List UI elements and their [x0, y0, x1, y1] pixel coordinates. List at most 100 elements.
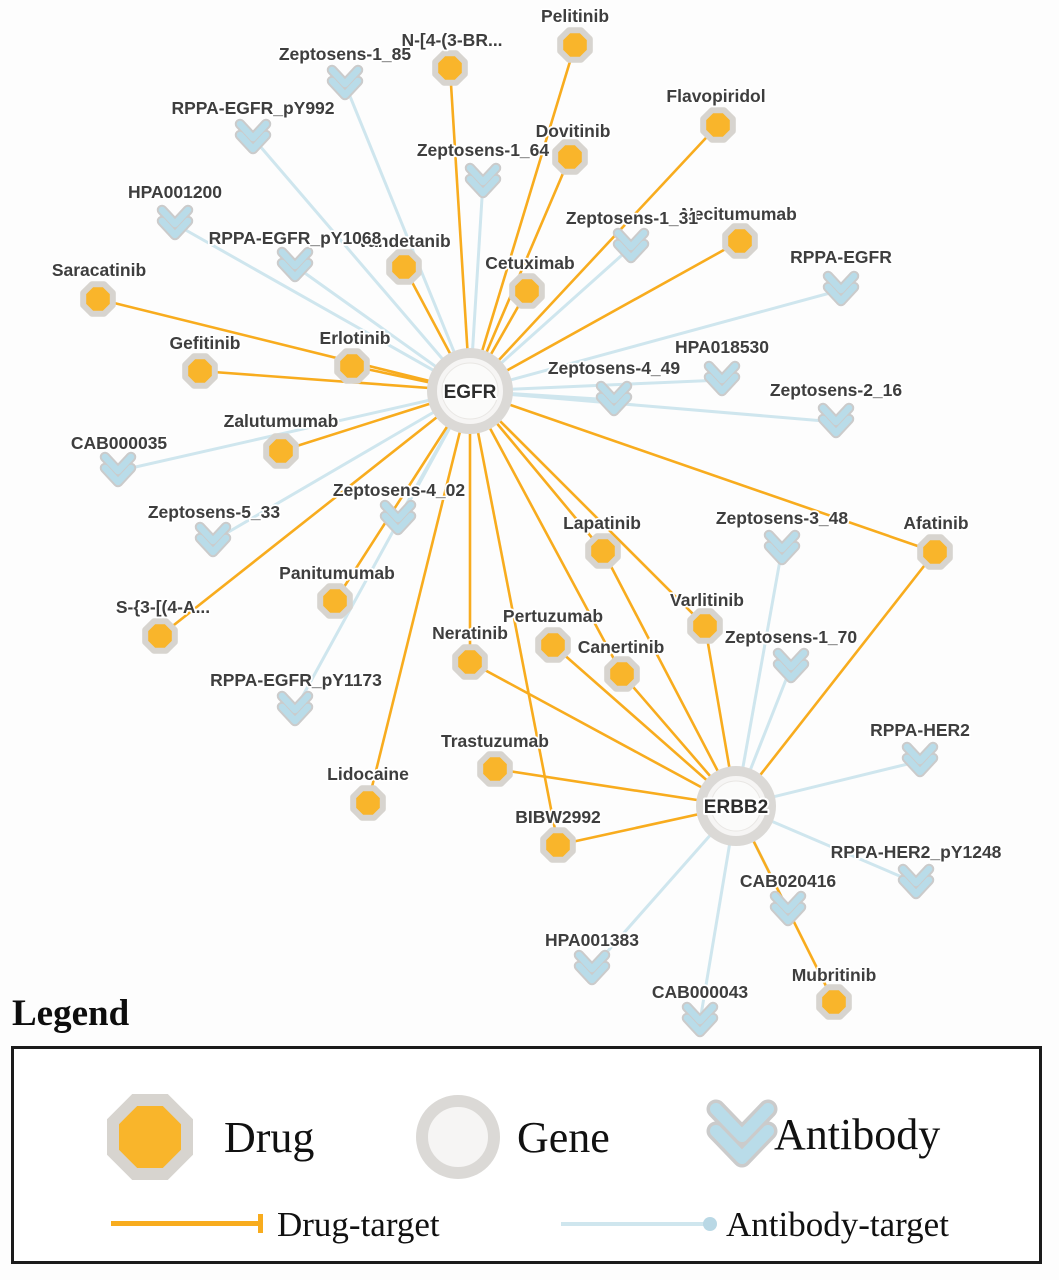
legend-drug-swatch	[107, 1094, 193, 1180]
antibody-node-HPA001383[interactable]	[573, 949, 611, 986]
antibody-node-CAB000035[interactable]	[99, 451, 137, 488]
antibody-node-RPPA-HER2[interactable]	[901, 741, 939, 778]
drug-octagon-icon	[182, 353, 218, 389]
drug-node-BIBW2992[interactable]	[540, 827, 576, 863]
drug-target-line-cap	[258, 1214, 263, 1233]
gene-node-EGFR[interactable]: EGFR	[427, 348, 513, 434]
gene-node-ERBB2[interactable]: ERBB2	[696, 766, 776, 846]
drug-node-Flavopiridol[interactable]	[700, 107, 736, 143]
antibody-node-RPPA-EGFR[interactable]	[822, 270, 860, 307]
antibody-node-RPPA-EGFR_pY1068[interactable]	[276, 246, 314, 283]
drug-node-Cetuximab[interactable]	[509, 273, 545, 309]
drug-label: Afatinib	[903, 513, 968, 533]
drug-node-Dovitinib[interactable]	[552, 139, 588, 175]
drug-label: S-{3-[(4-A...	[116, 597, 210, 617]
drug-node-Erlotinib[interactable]	[334, 348, 370, 384]
antibody-node-Zeptosens-3_48[interactable]	[763, 529, 801, 566]
antibody-node-Zeptosens-5_33[interactable]	[194, 521, 232, 558]
drug-target-edge	[469, 389, 936, 554]
antibody-label: Zeptosens-2_16	[770, 380, 903, 400]
antibody-label: HPA001200	[128, 182, 222, 202]
antibody-node-Zeptosens-1_64[interactable]	[464, 162, 502, 199]
drug-node-Panitumumab[interactable]	[317, 583, 353, 619]
drug-label: Gefitinib	[170, 333, 241, 353]
antibody-target-edge	[734, 548, 784, 807]
antibody-chevron-icon	[278, 692, 312, 725]
antibody-label: Zeptosens-1_70	[725, 627, 858, 647]
antibody-node-RPPA-EGFR_pY992[interactable]	[234, 118, 272, 155]
legend-gene-label: Gene	[517, 1113, 610, 1162]
drug-octagon-icon	[722, 223, 758, 259]
drug-node-Pelitinib[interactable]	[557, 27, 593, 63]
antibody-target-line-swatch	[561, 1217, 717, 1231]
antibody-label: RPPA-EGFR	[790, 247, 892, 267]
antibody-node-Zeptosens-1_31[interactable]	[612, 227, 650, 264]
antibody-node-Zeptosens-4_49[interactable]	[595, 380, 633, 417]
antibody-chevron-icon	[196, 523, 230, 556]
antibody-node-CAB000043[interactable]	[681, 1001, 719, 1038]
drug-layer	[80, 27, 953, 1020]
legend-box: Drug Gene Antibody Drug-target Antibody-…	[11, 1046, 1042, 1264]
antibody-layer	[99, 64, 939, 1038]
antibody-node-Zeptosens-1_85[interactable]	[326, 64, 364, 101]
drug-node-Gefitinib[interactable]	[182, 353, 218, 389]
antibody-target-edge	[343, 83, 472, 392]
antibody-label: RPPA-EGFR_pY992	[171, 98, 334, 118]
drug-octagon-icon	[816, 984, 852, 1020]
drug-node-Lapatinib[interactable]	[585, 533, 621, 569]
drug-node-Pertuzumab[interactable]	[535, 627, 571, 663]
drug-target-edge	[469, 124, 719, 392]
antibody-chevron-icon	[614, 229, 648, 262]
drug-label: BIBW2992	[515, 807, 601, 827]
drug-label: Lapatinib	[563, 513, 641, 533]
gene-circle-inner	[710, 780, 762, 832]
drug-node-Trastuzumab[interactable]	[477, 751, 513, 787]
antibody-target-line-dot	[703, 1217, 717, 1231]
drug-label: Mubritinib	[792, 965, 877, 985]
drug-node-S-{3-[(4-A...[interactable]	[142, 618, 178, 654]
drug-target-edge	[469, 390, 706, 627]
antibody-node-HPA001200[interactable]	[156, 204, 194, 241]
drug-node-Zalutumumab[interactable]	[263, 433, 299, 469]
drug-node-Mubritinib[interactable]	[816, 984, 852, 1020]
antibody-node-RPPA-EGFR_pY1173[interactable]	[276, 690, 314, 727]
drug-octagon-icon	[917, 534, 953, 570]
drug-node-Saracatinib[interactable]	[80, 281, 116, 317]
drug-octagon-icon	[687, 608, 723, 644]
legend-antibody-label: Antibody	[774, 1110, 941, 1159]
legend-antibody-swatch	[706, 1099, 778, 1168]
gene-label: EGFR	[444, 382, 497, 403]
antibody-chevron-icon	[575, 951, 609, 984]
drug-target-edge	[199, 369, 471, 393]
antibody-label: Zeptosens-5_33	[148, 502, 281, 522]
antibody-node-CAB020416[interactable]	[769, 890, 807, 927]
antibody-chevron-icon	[774, 649, 808, 682]
antibody-label: Zeptosens-4_49	[548, 358, 681, 378]
drug-target-edge	[552, 644, 737, 807]
drug-label: Saracatinib	[52, 260, 146, 280]
drug-label: Canertinib	[578, 637, 665, 657]
antibody-node-Zeptosens-2_16[interactable]	[817, 402, 855, 439]
antibody-node-HPA018530[interactable]	[703, 360, 741, 397]
antibody-chevron-icon	[328, 66, 362, 99]
drug-node-Vandetanib[interactable]	[386, 249, 422, 285]
drug-node-Neratinib[interactable]	[452, 644, 488, 680]
gene-label: ERBB2	[704, 797, 768, 818]
drug-node-N-[4-(3-BR...[interactable]	[432, 50, 468, 86]
antibody-chevron-icon	[765, 531, 799, 564]
antibody-chevron-icon	[466, 164, 500, 197]
antibody-node-Zeptosens-4_02[interactable]	[379, 499, 417, 536]
antibody-label: HPA001383	[545, 930, 639, 950]
drug-node-Lidocaine[interactable]	[350, 785, 386, 821]
antibody-node-Zeptosens-1_70[interactable]	[772, 647, 810, 684]
antibody-node-RPPA-HER2_pY1248[interactable]	[897, 863, 935, 900]
drug-node-Varlitinib[interactable]	[687, 608, 723, 644]
drug-target-edge	[366, 390, 472, 804]
antibody-chevron-icon	[819, 404, 853, 437]
drug-node-Canertinib[interactable]	[604, 656, 640, 692]
drug-label: Neratinib	[432, 623, 508, 643]
drug-node-Necitumumab[interactable]	[722, 223, 758, 259]
drug-node-Afatinib[interactable]	[917, 534, 953, 570]
drug-octagon-icon	[317, 583, 353, 619]
